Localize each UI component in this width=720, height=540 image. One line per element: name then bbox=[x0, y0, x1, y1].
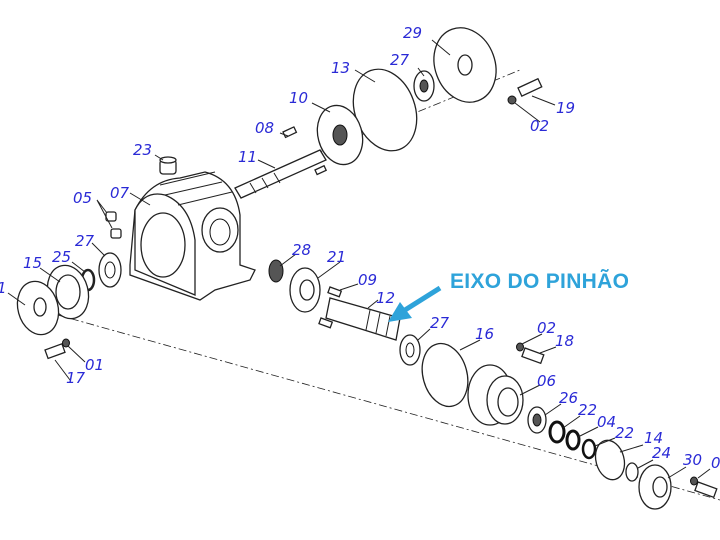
part-label-22: 22 bbox=[615, 424, 634, 442]
part-label-18: 18 bbox=[555, 332, 574, 350]
part-label-12: 12 bbox=[376, 289, 395, 307]
part-1-cover bbox=[16, 280, 60, 336]
part-label-23: 23 bbox=[133, 141, 152, 159]
part-30-cover bbox=[638, 464, 672, 510]
part-17-bolt bbox=[44, 338, 70, 360]
part-label-1: 1 bbox=[0, 279, 7, 297]
part-27-bearing-left bbox=[98, 252, 122, 288]
part-05-plug bbox=[110, 228, 122, 239]
pinion-shaft-callout: EIXO DO PINHÃO bbox=[450, 270, 630, 293]
part-key bbox=[314, 164, 328, 176]
part-07-housing bbox=[129, 171, 256, 301]
part-label-27: 27 bbox=[75, 232, 95, 250]
part-label-02: 02 bbox=[537, 319, 556, 337]
part-key bbox=[318, 317, 334, 329]
part-22-seal bbox=[581, 438, 597, 460]
part-19-bolt bbox=[507, 77, 543, 105]
part-10-flange bbox=[316, 104, 364, 166]
part-label-07: 07 bbox=[110, 184, 130, 202]
part-27-bearing-upper bbox=[413, 70, 435, 102]
part-29-cover bbox=[433, 27, 497, 103]
part-09-key bbox=[327, 286, 343, 298]
part-12-pinion-shaft bbox=[325, 297, 401, 341]
part-label-15: 15 bbox=[23, 254, 42, 272]
part-23-plug bbox=[159, 156, 177, 175]
callout-arrow bbox=[388, 285, 442, 322]
part-18-bolt bbox=[516, 342, 545, 365]
part-label-27: 27 bbox=[390, 51, 410, 69]
part-label-30: 30 bbox=[683, 451, 702, 469]
part-label-04: 04 bbox=[597, 413, 616, 431]
part-label-09: 09 bbox=[358, 271, 377, 289]
part-label-22: 22 bbox=[578, 401, 597, 419]
part-label-13: 13 bbox=[331, 59, 350, 77]
part-label-21: 21 bbox=[327, 248, 346, 266]
part-11-shaft bbox=[234, 149, 327, 199]
part-08-key bbox=[282, 126, 298, 139]
part-21-cover bbox=[289, 267, 321, 313]
part-label-cut: 0 bbox=[711, 454, 720, 472]
part-26-bearing bbox=[527, 406, 547, 434]
part-06-hub bbox=[467, 364, 524, 426]
part-label-05: 05 bbox=[73, 189, 92, 207]
part-label-02: 02 bbox=[530, 117, 549, 135]
part-label-26: 26 bbox=[559, 389, 578, 407]
part-label-25: 25 bbox=[52, 248, 71, 266]
part-28-seal bbox=[268, 259, 284, 283]
part-label-14: 14 bbox=[644, 429, 663, 447]
part-label-29: 29 bbox=[403, 24, 422, 42]
part-16-gasket bbox=[421, 342, 469, 408]
part-label-08: 08 bbox=[255, 119, 274, 137]
part-label-16: 16 bbox=[475, 325, 494, 343]
part-label-01: 01 bbox=[85, 356, 104, 374]
part-label-11: 11 bbox=[238, 148, 257, 166]
part-24-seal bbox=[625, 462, 639, 482]
part-bolt-right bbox=[690, 476, 718, 499]
part-14-gasket bbox=[594, 439, 626, 481]
part-label-10: 10 bbox=[289, 89, 308, 107]
part-label-19: 19 bbox=[556, 99, 575, 117]
part-label-06: 06 bbox=[537, 372, 556, 390]
part-04-ring bbox=[565, 429, 581, 451]
part-label-17: 17 bbox=[66, 369, 86, 387]
leader-lines bbox=[7, 39, 711, 479]
part-27-bearing-right bbox=[399, 334, 421, 366]
part-label-27: 27 bbox=[430, 314, 450, 332]
part-label-28: 28 bbox=[292, 241, 311, 259]
part-22-seal bbox=[548, 420, 566, 444]
part-label-24: 24 bbox=[652, 444, 671, 462]
